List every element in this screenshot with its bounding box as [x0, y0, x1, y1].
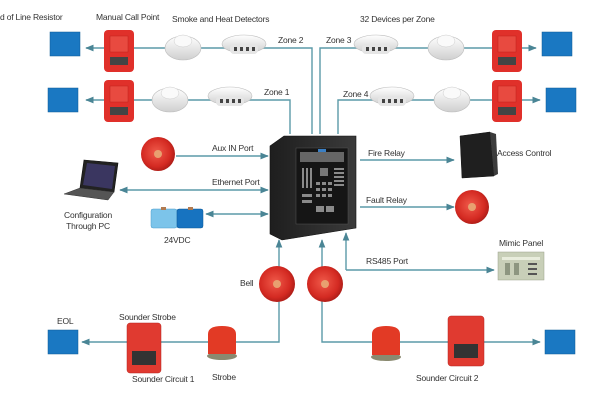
- detectors: [151, 34, 471, 113]
- manual-call-point-zone2: [104, 30, 134, 72]
- label-bell: Bell: [240, 278, 254, 288]
- smoke-detector-zone3: [427, 34, 465, 61]
- sounder-circuit-1-bell: [259, 266, 295, 302]
- eol-boxes: [47, 31, 577, 355]
- label-zone1: Zone 1: [264, 87, 290, 97]
- label-zone3: Zone 3: [326, 35, 352, 45]
- label-sounder-strobe: Sounder Strobe: [119, 312, 176, 322]
- label-ethernet-port: Ethernet Port: [212, 177, 260, 187]
- heat-detector-zone1: [207, 86, 253, 106]
- strobe-sc2: [371, 326, 401, 361]
- eol-resistor-zone4: [545, 87, 577, 113]
- label-aux-in-port: Aux IN Port: [212, 143, 254, 153]
- sounder-circuit-devices: [126, 315, 485, 374]
- label-devices-per-zone: 32 Devices per Zone: [360, 14, 435, 24]
- label-smoke-heat-detectors: Smoke and Heat Detectors: [172, 14, 270, 24]
- heat-detector-zone3: [353, 34, 399, 54]
- label-fire-relay: Fire Relay: [368, 148, 405, 158]
- manual-call-points: [104, 30, 522, 122]
- bells: [141, 137, 489, 302]
- smoke-detector-zone2: [164, 34, 202, 61]
- sounder-strobe-sc2: [447, 315, 485, 367]
- label-manual-call-point: Manual Call Point: [96, 12, 160, 22]
- heat-detector-zone4: [369, 86, 415, 106]
- wire-sounder-circuit-1: [81, 239, 283, 346]
- wire-zone3: [319, 44, 537, 134]
- heat-detector-zone2: [221, 34, 267, 54]
- eol-resistor-zone2: [49, 31, 81, 57]
- fault-relay-bell: [455, 190, 489, 224]
- label-configuration-pc-line2: Through PC: [66, 221, 110, 231]
- smoke-detector-zone4: [433, 86, 471, 113]
- label-fault-relay: Fault Relay: [366, 195, 407, 205]
- label-24vdc: 24VDC: [164, 235, 191, 245]
- eol-resistor-zone3: [541, 31, 573, 57]
- fire-alarm-control-panel: [269, 135, 357, 241]
- wire-zone4: [337, 96, 541, 134]
- laptop-icon: [63, 159, 119, 201]
- access-control-unit: [459, 131, 498, 179]
- label-zone4: Zone 4: [343, 89, 369, 99]
- mimic-panel-unit: [497, 251, 545, 281]
- eol-resistor-sc1: [47, 329, 79, 355]
- eol-resistor-sc2: [544, 329, 576, 355]
- sounder-circuit-2-bell: [307, 266, 343, 302]
- label-end-of-line-resistor: d of Line Resistor: [0, 12, 63, 22]
- sounder-strobe-sc1: [126, 322, 162, 374]
- manual-call-point-zone3: [492, 30, 522, 72]
- aux-bell: [141, 137, 175, 171]
- label-sounder-circuit-1: Sounder Circuit 1: [132, 374, 195, 384]
- label-access-control: Access Control: [497, 148, 552, 158]
- strobe-sc1: [207, 326, 237, 360]
- power-supply-24vdc: [150, 207, 204, 229]
- eol-resistor-zone1: [47, 87, 79, 113]
- label-mimic-panel: Mimic Panel: [499, 238, 544, 248]
- smoke-detector-zone1: [151, 86, 189, 113]
- label-zone2: Zone 2: [278, 35, 304, 45]
- manual-call-point-zone1: [104, 80, 134, 122]
- label-eol: EOL: [57, 316, 74, 326]
- manual-call-point-zone4: [492, 80, 522, 122]
- label-rs485-port: RS485 Port: [366, 256, 408, 266]
- label-configuration-pc-line1: Configuration: [64, 210, 112, 220]
- label-strobe: Strobe: [212, 372, 236, 382]
- label-sounder-circuit-2: Sounder Circuit 2: [416, 373, 479, 383]
